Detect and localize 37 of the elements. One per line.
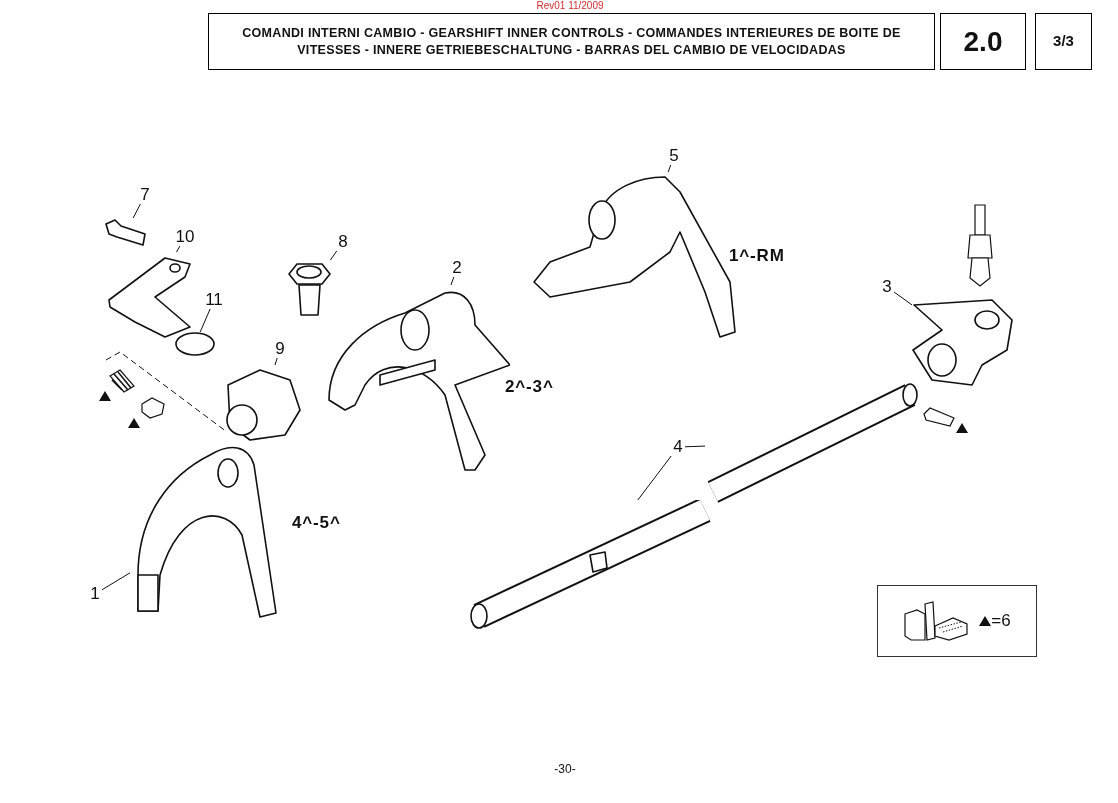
leader-line xyxy=(450,276,455,286)
gear-label: 4^-5^ xyxy=(292,512,341,534)
kit-box xyxy=(877,585,1037,657)
callout-number: 8 xyxy=(336,233,350,251)
leader-line xyxy=(329,250,338,261)
leader-line xyxy=(684,445,706,448)
o-ring-drawing xyxy=(175,332,215,356)
leader-line xyxy=(101,572,131,591)
quantity-text: =6 xyxy=(991,610,1011,633)
callout-number: 5 xyxy=(667,147,681,165)
callout-number: 2 xyxy=(450,259,464,277)
leader-line xyxy=(667,164,672,173)
leader-line xyxy=(274,357,278,366)
bolt-drawing xyxy=(103,218,148,248)
callout-number: 7 xyxy=(138,186,152,204)
sheet-box xyxy=(1035,13,1092,70)
title-text: COMANDI INTERNI CAMBIO - GEARSHIFT INNER CONTROLS - COMMANDES INTERIEURES DE BOITE DE VITESSES - INNERE GETRIEBESCHALTUNG - BARRAS DEL CAMBIO DE VELOCIDADAS xyxy=(241,24,902,59)
leader-line xyxy=(893,291,913,306)
callout-number: 3 xyxy=(880,278,894,296)
revision-note: Rev01 11/2009 xyxy=(535,0,605,12)
sheet-number: 3/3 xyxy=(1053,31,1074,52)
section-number: 2.0 xyxy=(963,24,1003,59)
rod-drawing xyxy=(705,380,920,505)
leader-line xyxy=(199,308,211,333)
callout-number: 4 xyxy=(671,438,685,456)
gear-label: 1^-RM xyxy=(729,245,785,267)
section-box xyxy=(940,13,1026,70)
gear-label: 2^-3^ xyxy=(505,376,554,398)
callout-number: 1 xyxy=(88,585,102,603)
page-number: -30- xyxy=(553,761,577,778)
callout-number: 11 xyxy=(202,291,226,309)
title-box xyxy=(208,13,935,70)
leader-line xyxy=(176,245,181,253)
callout-number: 9 xyxy=(273,340,287,358)
leader-line xyxy=(637,455,672,501)
callout-number: 10 xyxy=(173,228,197,246)
leader-line xyxy=(132,203,141,219)
